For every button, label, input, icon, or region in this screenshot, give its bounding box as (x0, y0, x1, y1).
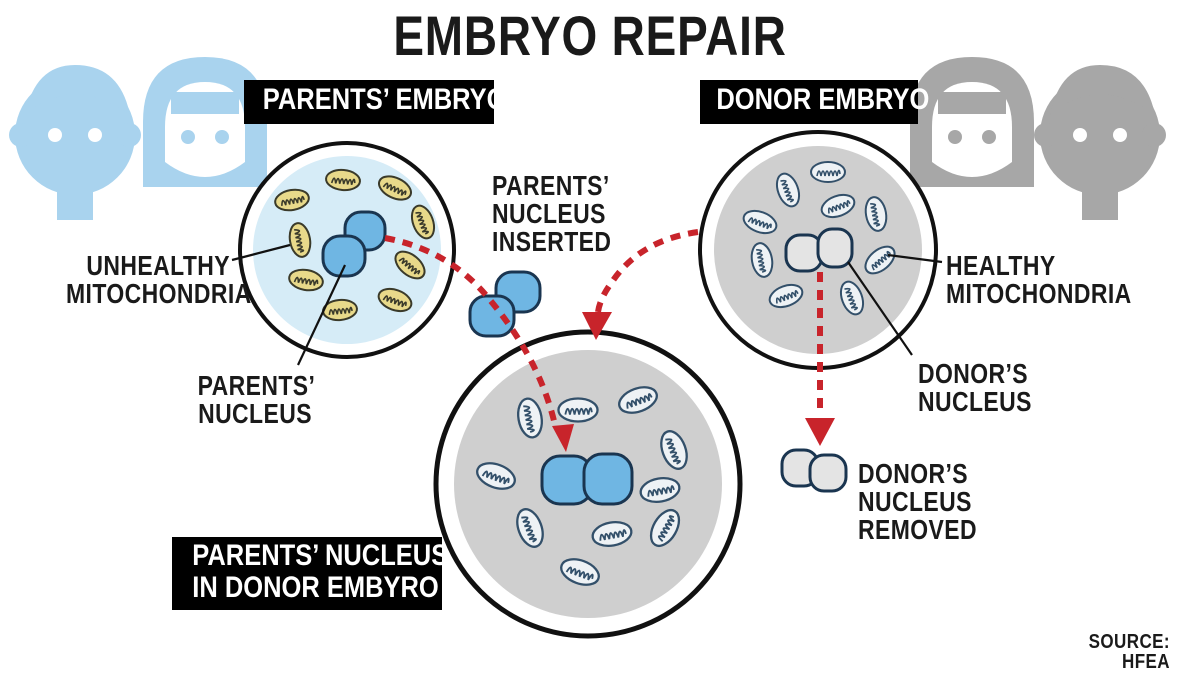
page-title: EMBRYO REPAIR (393, 4, 787, 67)
result-label-box: PARENTS’ NUCLEUS IN DONOR EMBYRO (172, 537, 449, 610)
donor-embryo-cell (698, 130, 938, 370)
source-credit: SOURCE: HFEA (1088, 631, 1170, 673)
extracted-parents-nucleus (468, 270, 542, 338)
arrow-parents-nucleus-to-donor (384, 235, 558, 426)
label-line: NUCLEUS (858, 486, 972, 517)
donor-embryo-label-box: DONOR EMBRYO (700, 80, 930, 124)
arrow-donor-to-result (595, 229, 699, 313)
donor-faces (910, 57, 1166, 220)
result-label-line: PARENTS’ NUCLEUS (192, 539, 449, 572)
label-line: UNHEALTHY (86, 250, 230, 281)
parents-nucleus (321, 210, 387, 278)
label-line: INSERTED (492, 226, 612, 257)
result-label-line: IN DONOR EMBYRO (192, 570, 439, 604)
parents-nucleus-label: PARENTS’ NUCLEUS (197, 370, 316, 429)
label-line: PARENTS’ (492, 170, 610, 201)
parents-faces (9, 57, 267, 220)
unhealthy-mitochondria-label: UNHEALTHY MITOCHONDRIA (66, 250, 252, 309)
healthy-mitochondria-label: HEALTHY MITOCHONDRIA (946, 252, 1132, 308)
donors-nucleus-removed-label: DONOR’S NUCLEUS REMOVED (858, 460, 977, 544)
boy-face-icon (9, 65, 141, 220)
arrow-heads (552, 312, 835, 452)
parents-embryo-label: PARENTS’ EMBRYO (262, 83, 507, 116)
label-line: NUCLEUS (198, 398, 312, 429)
label-line: REMOVED (858, 514, 977, 545)
donors-nucleus-label: DONOR’S NUCLEUS (918, 360, 1032, 416)
parents-embryo-label-box: PARENTS’ EMBRYO (244, 80, 507, 124)
label-line: PARENTS’ (197, 370, 316, 401)
parents-nucleus-inserted-label: PARENTS’ NUCLEUS INSERTED (492, 172, 611, 256)
transfer-arrows (384, 229, 823, 426)
label-line: DONOR’S (858, 458, 969, 489)
boy-face-icon (1034, 65, 1166, 220)
label-line: MITOCHONDRIA (66, 278, 252, 309)
girl-face-icon (910, 57, 1034, 187)
girl-face-icon (143, 57, 267, 187)
parents-embryo-cell (238, 141, 456, 359)
label-line: DONOR’S (918, 358, 1029, 389)
label-line: NUCLEUS (918, 386, 1032, 417)
label-line: MITOCHONDRIA (946, 278, 1132, 309)
removed-donors-nucleus (780, 448, 848, 493)
donors-nucleus (784, 227, 854, 273)
result-embryo-cell (433, 329, 743, 639)
donor-embryo-label: DONOR EMBRYO (716, 83, 930, 116)
label-line: HEALTHY (946, 250, 1056, 281)
label-line: NUCLEUS (492, 198, 606, 229)
inserted-parents-nucleus (540, 452, 634, 506)
leader-lines (231, 243, 943, 366)
